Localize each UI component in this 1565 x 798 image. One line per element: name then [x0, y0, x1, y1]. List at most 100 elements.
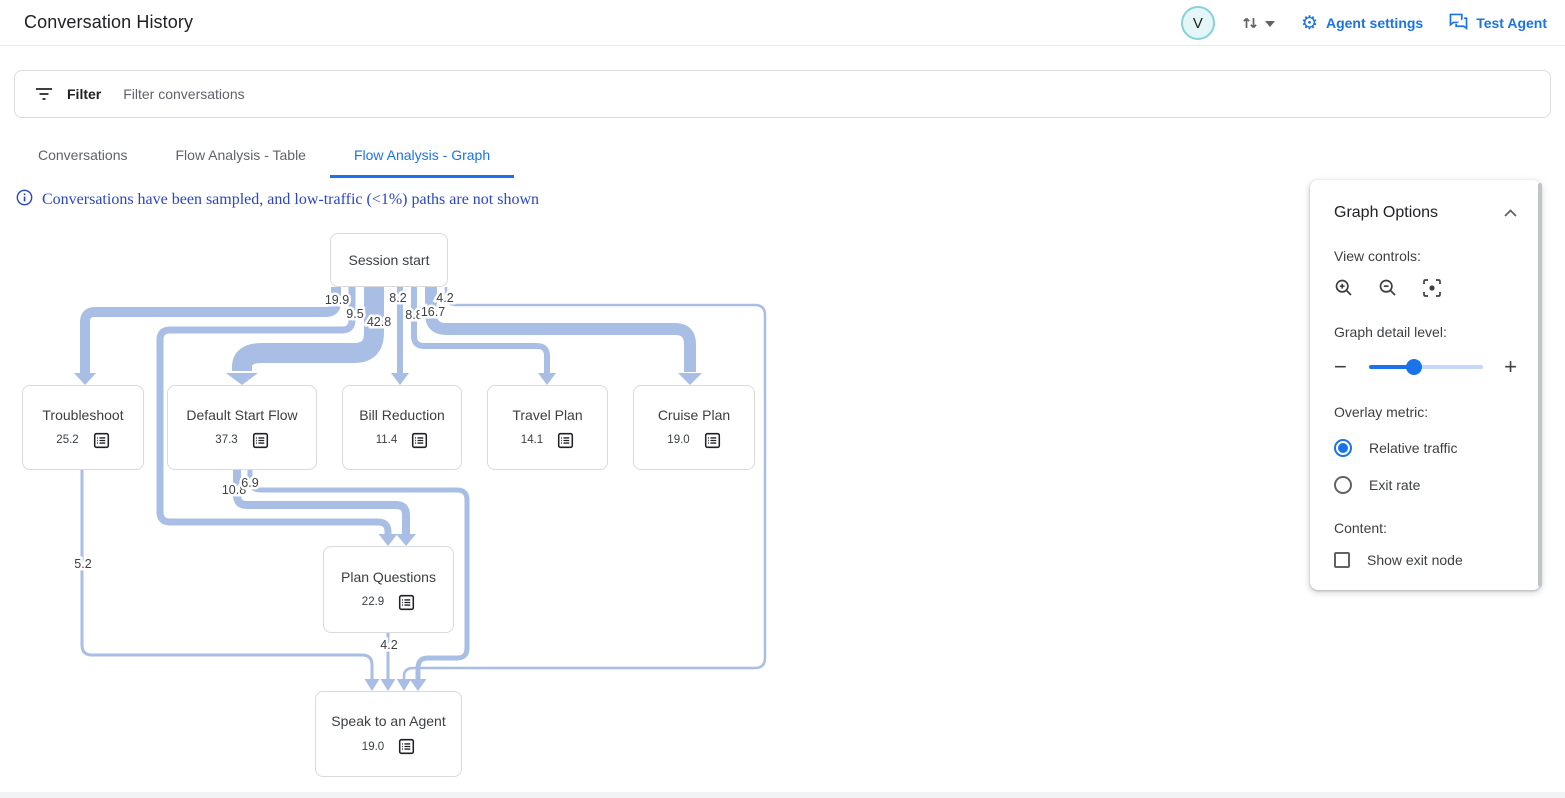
- avatar-letter: V: [1192, 14, 1203, 32]
- flow-edge-label: 16.7: [421, 305, 445, 319]
- test-agent-label: Test Agent: [1476, 15, 1547, 31]
- flow-edge-arrow: [391, 373, 409, 385]
- flow-edge-arrow: [538, 373, 556, 385]
- sort-order-button[interactable]: [1241, 14, 1275, 32]
- flow-node-title: Plan Questions: [341, 568, 436, 585]
- horizontal-scrollbar-track[interactable]: [0, 792, 1565, 798]
- sort-arrows-icon: [1241, 14, 1259, 32]
- node-details-icon[interactable]: [557, 432, 574, 449]
- flow-edge-label: 9.5: [346, 307, 363, 321]
- node-details-icon[interactable]: [252, 432, 269, 449]
- gear-icon: ⚙: [1300, 12, 1318, 34]
- tab-flow-analysis-table[interactable]: Flow Analysis - Table: [175, 146, 306, 163]
- flow-node-title: Default Start Flow: [186, 406, 298, 423]
- flow-edge-troubleshoot-speak-to-an-agent: [80, 470, 374, 679]
- zoom-in-button[interactable]: [1334, 278, 1354, 298]
- flow-node-title: Travel Plan: [512, 406, 583, 423]
- flow-node-meta: 19.0: [362, 738, 415, 755]
- flow-node-meta: 19.0: [667, 432, 720, 449]
- node-details-icon[interactable]: [411, 432, 428, 449]
- flow-node-cruise-plan[interactable]: Cruise Plan 19.0: [633, 385, 755, 470]
- flow-edge-label: 6.9: [241, 476, 258, 490]
- flow-node-title: Speak to an Agent: [331, 713, 446, 729]
- node-details-icon[interactable]: [93, 432, 110, 449]
- overlay-option-exit-rate[interactable]: Exit rate: [1334, 476, 1517, 494]
- show-exit-node-option[interactable]: Show exit node: [1334, 552, 1517, 568]
- flow-node-meta: 11.4: [376, 432, 429, 449]
- flow-node-meta: 14.1: [521, 432, 574, 449]
- overlay-option-label: Relative traffic: [1369, 440, 1458, 456]
- panel-scrollbar[interactable]: [1538, 183, 1542, 587]
- header-actions: V ⚙ Agent settings: [1180, 0, 1547, 46]
- flow-node-bill-reduction[interactable]: Bill Reduction 11.4: [342, 385, 462, 470]
- flow-edge-arrow: [74, 373, 96, 385]
- test-agent-button[interactable]: Test Agent: [1449, 13, 1547, 33]
- flow-edge-session-start-plan-questions: [156, 287, 392, 536]
- view-controls-label: View controls:: [1334, 248, 1421, 264]
- graph-options-title: Graph Options: [1334, 204, 1439, 221]
- chevron-down-icon: [1264, 14, 1275, 32]
- radio-unselected-icon[interactable]: [1334, 476, 1352, 494]
- graph-detail-label: Graph detail level:: [1334, 324, 1447, 340]
- detail-slider-fill: [1368, 365, 1415, 369]
- content-label: Content:: [1334, 520, 1387, 536]
- detail-increase-button[interactable]: +: [1504, 354, 1517, 379]
- info-icon: [16, 189, 33, 211]
- flow-edge-arrow: [396, 679, 412, 691]
- tab-bar: Conversations Flow Analysis - Table Flow…: [14, 134, 515, 178]
- tab-conversations[interactable]: Conversations: [38, 146, 128, 163]
- flow-node-title: Session start: [348, 252, 430, 268]
- flow-edge-arrow: [378, 534, 398, 546]
- flow-node-title: Troubleshoot: [42, 406, 124, 423]
- filter-input[interactable]: Filter conversations: [123, 86, 245, 102]
- show-exit-node-checkbox[interactable]: [1334, 552, 1350, 568]
- flow-edge-label: 19.9: [325, 293, 349, 307]
- flow-edge-label: 8.8: [405, 308, 422, 322]
- node-details-icon[interactable]: [398, 738, 415, 755]
- collapse-panel-button[interactable]: [1504, 209, 1517, 217]
- flow-node-title: Bill Reduction: [359, 406, 445, 423]
- page-title: Conversation History: [24, 12, 194, 32]
- flow-node-value: 22.9: [361, 596, 385, 608]
- filter-bar[interactable]: Filter Filter conversations: [14, 70, 1551, 118]
- flow-edge-label: 8.2: [389, 291, 406, 305]
- detail-slider[interactable]: [1368, 359, 1483, 375]
- center-graph-button[interactable]: [1422, 278, 1442, 298]
- flow-edge-label: 10.8: [222, 483, 246, 497]
- zoom-out-button[interactable]: [1378, 278, 1398, 298]
- flow-edge-label: 42.8: [367, 315, 391, 329]
- overlay-metric-label: Overlay metric:: [1334, 404, 1429, 420]
- flow-node-value: 11.4: [375, 434, 398, 446]
- detail-slider-thumb[interactable]: [1406, 359, 1423, 375]
- flow-edge-arrow: [396, 534, 416, 546]
- app-header: Conversation History V ⚙ Agent settings: [0, 0, 1565, 46]
- node-details-icon[interactable]: [704, 432, 721, 449]
- flow-node-travel-plan[interactable]: Travel Plan 14.1: [487, 385, 608, 470]
- avatar[interactable]: V: [1180, 6, 1215, 40]
- radio-selected-icon[interactable]: [1334, 439, 1352, 457]
- filter-icon: [35, 87, 53, 101]
- flow-edge-session-start-cruise-plan: [425, 287, 696, 372]
- flow-edge-arrow: [364, 679, 380, 691]
- flow-edge-arrow: [678, 373, 702, 385]
- overlay-option-label: Exit rate: [1369, 477, 1421, 493]
- flow-edge-default-start-flow-plan-questions: [233, 470, 410, 534]
- flow-node-meta: 22.9: [362, 594, 415, 611]
- flow-node-speak-to-an-agent[interactable]: Speak to an Agent 19.0: [315, 691, 462, 777]
- flow-node-plan-questions[interactable]: Plan Questions 22.9: [323, 546, 454, 633]
- agent-settings-button[interactable]: ⚙ Agent settings: [1301, 14, 1423, 33]
- flow-edge-arrow: [409, 679, 427, 691]
- node-details-icon[interactable]: [398, 594, 415, 611]
- flow-edge-arrow: [380, 679, 396, 691]
- flow-node-session-start[interactable]: Session start: [330, 233, 448, 287]
- flow-edge-session-start-default-start-flow: [232, 287, 384, 377]
- flow-node-title: Cruise Plan: [657, 406, 731, 423]
- tab-flow-analysis-graph[interactable]: Flow Analysis - Graph: [329, 134, 515, 178]
- filter-label: Filter: [67, 86, 102, 102]
- overlay-option-relative-traffic[interactable]: Relative traffic: [1334, 439, 1517, 457]
- detail-decrease-button[interactable]: −: [1334, 354, 1347, 379]
